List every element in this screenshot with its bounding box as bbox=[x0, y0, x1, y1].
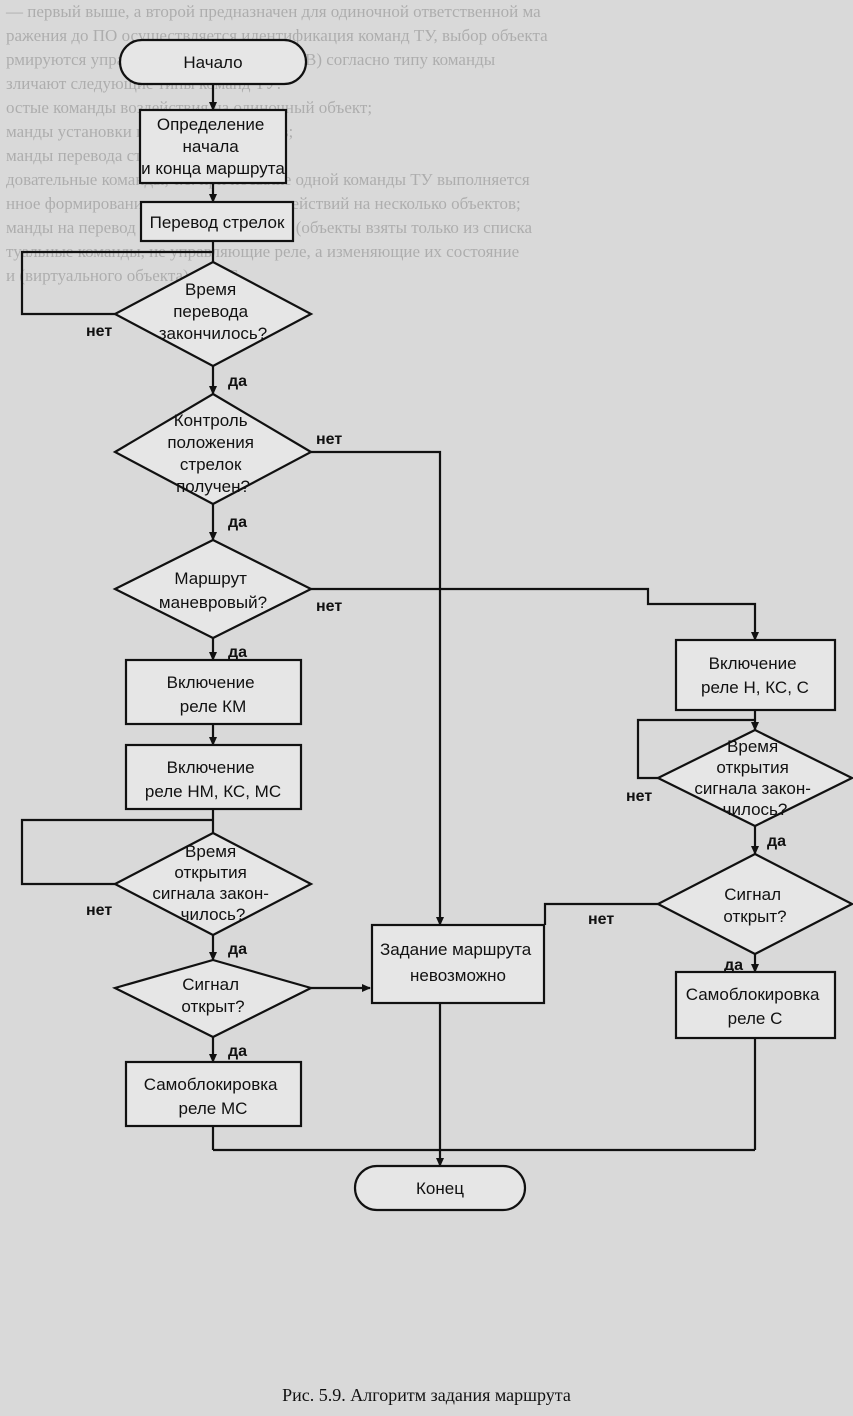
yes-label-3: да bbox=[228, 644, 247, 661]
relay-km-process: Включение реле КМ bbox=[124, 658, 303, 726]
selflock-ms-label: Самоблокировка реле МС bbox=[144, 1075, 282, 1118]
yes-label-7: да bbox=[724, 957, 743, 974]
yes-label-1: да bbox=[228, 373, 247, 390]
no-label-7: нет bbox=[588, 911, 614, 928]
position-check-decision: Контроль положения стрелок получен? bbox=[112, 392, 314, 506]
signal-time-decision-2: Время открытия сигнала закон- чилось? bbox=[655, 728, 853, 828]
end-label: Конец bbox=[416, 1179, 464, 1198]
background-text-line: туальные команды, не управляющие реле, а… bbox=[6, 242, 520, 261]
define-route-process: Определение начала и конца маршрута bbox=[138, 108, 288, 185]
shunting-route-decision: Маршрут маневровый? bbox=[112, 538, 314, 640]
route-impossible-process: Задание маршрута невозможно bbox=[370, 923, 546, 1005]
switch-time-label: Время перевода закончилось? bbox=[159, 280, 267, 343]
signal-open-decision-1: Сигнал открыт? bbox=[111, 958, 315, 1039]
relay-nm-ks-ms-process: Включение реле НМ, КС, МС bbox=[124, 743, 303, 811]
background-text-line: — первый выше, а второй предназначен для… bbox=[6, 2, 541, 21]
no-label-2: нет bbox=[316, 431, 342, 448]
shunting-route-label: Маршрут маневровый? bbox=[159, 569, 267, 612]
start-label: Начало bbox=[183, 53, 242, 72]
relay-nm-ks-ms-label: Включение реле НМ, КС, МС bbox=[145, 758, 281, 801]
yes-label-6: да bbox=[767, 833, 786, 850]
yes-label-4: да bbox=[228, 941, 247, 958]
signal-time-label-1: Время открытия сигнала закон- чилось? bbox=[152, 842, 273, 924]
no-label-6: нет bbox=[626, 788, 652, 805]
end-terminal: Конец bbox=[353, 1164, 527, 1212]
signal-time-label-2: Время открытия сигнала закон- чилось? bbox=[694, 737, 815, 819]
no-label-4: нет bbox=[86, 902, 112, 919]
yes-label-2: да bbox=[228, 514, 247, 531]
position-check-label: Контроль положения стрелок получен? bbox=[167, 411, 258, 496]
yes-label-5: да bbox=[228, 1043, 247, 1060]
switch-points-label: Перевод стрелок bbox=[150, 213, 285, 232]
no-label-1: нет bbox=[86, 323, 112, 340]
route-impossible-label: Задание маршрута невозможно bbox=[380, 940, 536, 985]
selflock-ms-process: Самоблокировка реле МС bbox=[124, 1060, 303, 1128]
signal-open-label-2: Сигнал открыт? bbox=[723, 885, 786, 926]
figure-caption: Рис. 5.9. Алгоритм задания маршрута bbox=[282, 1385, 571, 1405]
selflock-s-label: Самоблокировка реле С bbox=[686, 985, 824, 1028]
relay-n-ks-s-label: Включение реле Н, КС, С bbox=[701, 654, 809, 697]
no-label-3: нет bbox=[316, 598, 342, 615]
signal-open-label-1: Сигнал открыт? bbox=[181, 975, 244, 1016]
define-route-label: Определение начала и конца маршрута bbox=[141, 115, 285, 178]
switch-time-decision: Время перевода закончилось? bbox=[112, 260, 314, 368]
selflock-s-process: Самоблокировка реле С bbox=[674, 970, 837, 1040]
relay-n-ks-s-process: Включение реле Н, КС, С bbox=[674, 638, 837, 712]
signal-open-decision-2: Сигнал открыт? bbox=[655, 852, 853, 956]
signal-time-decision-1: Время открытия сигнала закон- чилось? bbox=[112, 831, 314, 937]
start-terminal: Начало bbox=[118, 38, 308, 86]
relay-km-label: Включение реле КМ bbox=[167, 673, 260, 716]
switch-points-process: Перевод стрелок bbox=[139, 200, 295, 243]
